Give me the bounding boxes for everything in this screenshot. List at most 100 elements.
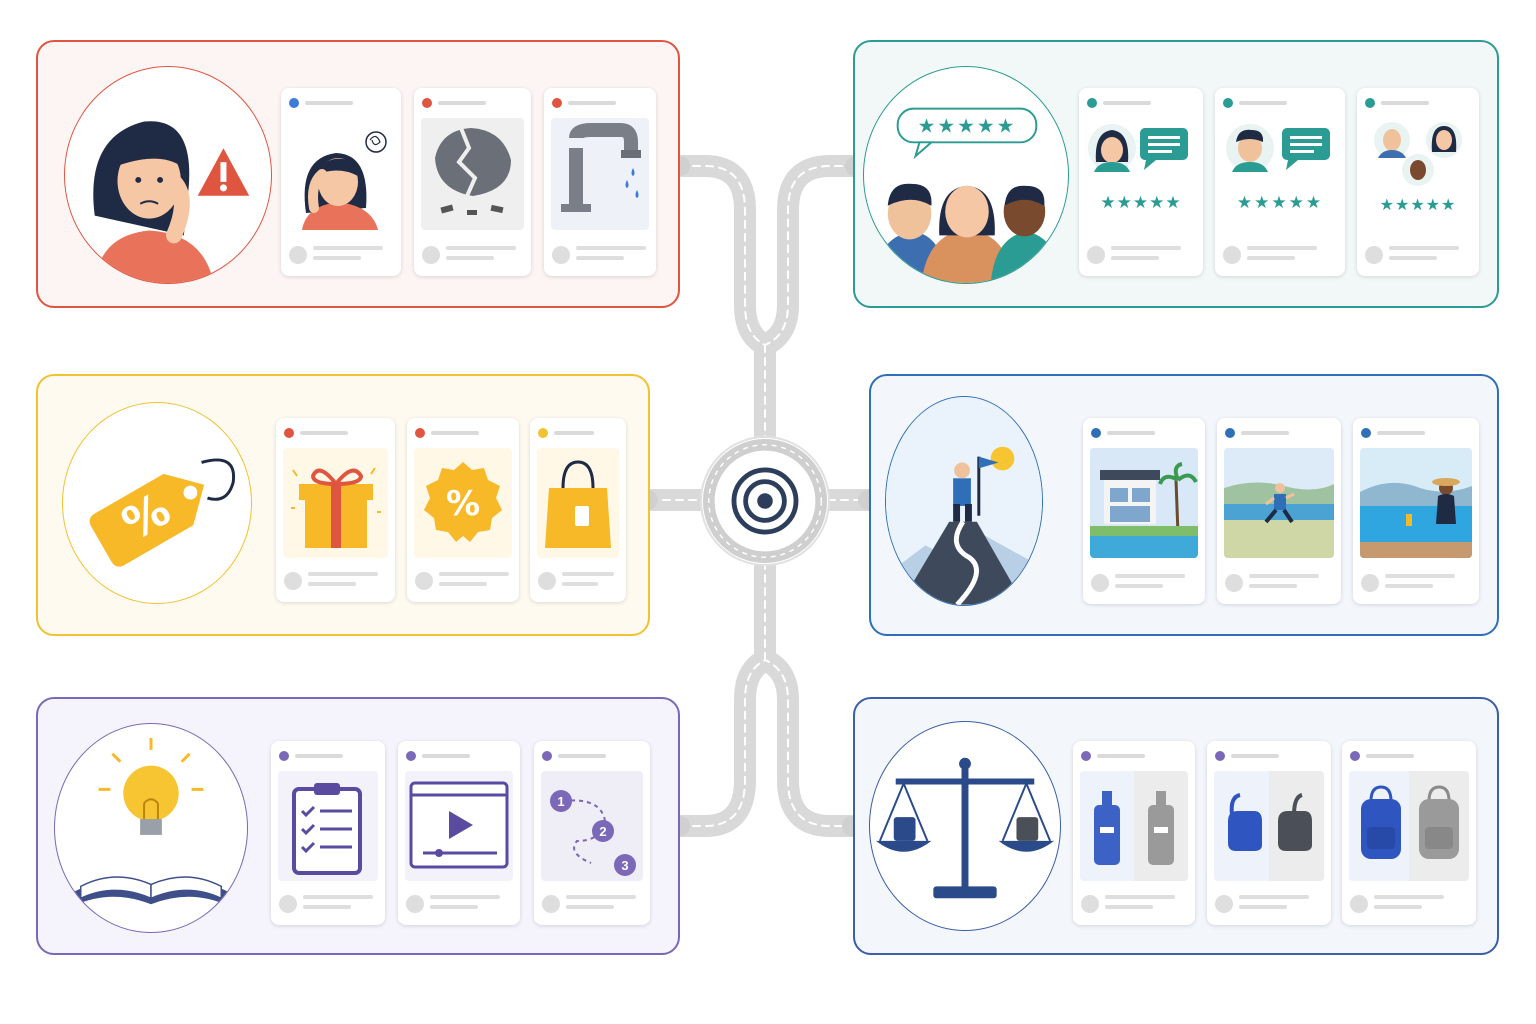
card-dot: [538, 428, 548, 438]
card-problem-3[interactable]: [544, 88, 656, 276]
card-dot: [1223, 98, 1233, 108]
customer-group-icon: ★★★★★: [1374, 122, 1462, 214]
card-footer-line: [1249, 574, 1319, 578]
card-aspiration-2[interactable]: [1217, 418, 1341, 604]
beach-runner-icon: [1224, 448, 1334, 558]
card-offer-3[interactable]: [530, 418, 626, 602]
card-footer-line: [576, 246, 646, 250]
card-avatar: [279, 895, 297, 913]
card-footer-line: [566, 905, 614, 909]
card-problem-1[interactable]: [281, 88, 401, 276]
card-header-line: [558, 754, 606, 758]
card-avatar: [1081, 895, 1099, 913]
card-footer-line: [1247, 246, 1317, 250]
card-footer-line: [1105, 895, 1175, 899]
card-offer-2[interactable]: %: [407, 418, 519, 602]
card-footer-line: [308, 582, 356, 586]
card-social-proof-3[interactable]: ★★★★★: [1357, 88, 1479, 276]
card-footer-line: [446, 246, 516, 250]
card-header-line: [422, 754, 470, 758]
card-avatar: [415, 572, 433, 590]
card-footer-line: [1389, 256, 1437, 260]
card-header-line: [1239, 101, 1287, 105]
card-header-line: [1241, 431, 1289, 435]
card-dot: [1215, 751, 1225, 761]
card-education-1[interactable]: [271, 741, 385, 925]
card-social-proof-1[interactable]: ★★★★★: [1079, 88, 1203, 276]
card-header-line: [1107, 431, 1155, 435]
card-thumbnail: [551, 118, 649, 230]
card-footer-line: [1239, 895, 1309, 899]
card-comparison-3[interactable]: [1342, 741, 1476, 925]
bottle-compare-icon: [1080, 771, 1188, 881]
card-dot: [1225, 428, 1235, 438]
card-education-3[interactable]: 1 2 3: [534, 741, 650, 925]
hero-circle-aspiration: [885, 396, 1043, 606]
card-header-line: [1381, 101, 1429, 105]
card-footer-line: [1111, 246, 1181, 250]
central-hub: [700, 436, 830, 566]
card-header-line: [305, 101, 353, 105]
man-review-icon: ★★★★★: [1226, 124, 1330, 213]
video-player-icon: [409, 781, 509, 869]
card-social-proof-2[interactable]: ★★★★★: [1215, 88, 1345, 276]
svg-text:%: %: [446, 484, 480, 524]
card-problem-2[interactable]: [414, 88, 531, 276]
panel-offer: % %: [36, 374, 650, 636]
card-thumbnail: ★★★★★: [1222, 118, 1338, 230]
card-footer-line: [313, 246, 383, 250]
card-header-line: [1377, 431, 1425, 435]
step-2-label: 2: [599, 824, 606, 839]
card-dot: [289, 98, 299, 108]
card-thumbnail: [1360, 448, 1472, 558]
card-thumbnail: [1080, 771, 1188, 881]
card-footer-line: [1239, 905, 1287, 909]
card-comparison-1[interactable]: [1073, 741, 1195, 925]
card-aspiration-3[interactable]: [1353, 418, 1479, 604]
card-aspiration-1[interactable]: [1083, 418, 1205, 604]
lightbulb-book-icon: [72, 737, 230, 907]
card-dot: [1087, 98, 1097, 108]
card-footer-line: [446, 256, 494, 260]
card-dot: [422, 98, 432, 108]
card-avatar: [289, 246, 307, 264]
card-dot: [415, 428, 425, 438]
numbered-steps-icon: 1 2 3: [550, 790, 636, 876]
target-icon: [702, 438, 828, 564]
card-avatar: [1223, 246, 1241, 264]
card-footer-line: [439, 572, 509, 576]
hero-circle-social-proof: ★★★★★: [863, 66, 1069, 284]
card-footer-line: [430, 895, 500, 899]
card-header-line: [1097, 754, 1145, 758]
checklist-clipboard-icon: [292, 783, 362, 875]
card-footer-line: [1389, 246, 1459, 250]
card-offer-1[interactable]: [276, 418, 395, 602]
step-3-label: 3: [621, 858, 628, 873]
card-footer-line: [1115, 584, 1163, 588]
card-footer-line: [313, 256, 361, 260]
card-thumbnail: [288, 118, 394, 230]
card-footer-line: [439, 582, 487, 586]
card-header-line: [300, 431, 348, 435]
card-footer-line: [1385, 584, 1433, 588]
panel-comparison: [853, 697, 1499, 955]
card-thumbnail: ★★★★★: [1364, 118, 1472, 230]
card-header-line: [438, 101, 486, 105]
hero-circle-offer: %: [62, 402, 252, 604]
card-header-line: [431, 431, 479, 435]
worried-woman-warning-icon: [93, 121, 250, 283]
card-footer-line: [430, 905, 478, 909]
shopping-bag-icon: [545, 460, 611, 548]
card-comparison-2[interactable]: [1207, 741, 1331, 925]
card-education-2[interactable]: [398, 741, 520, 925]
card-footer-line: [1249, 584, 1297, 588]
card-thumbnail: [405, 771, 513, 881]
earbuds-compare-icon: [1214, 771, 1324, 881]
card-dot: [406, 751, 416, 761]
card-avatar: [542, 895, 560, 913]
rating-stars: ★★★★★: [918, 114, 1017, 137]
card-thumbnail: [278, 771, 378, 881]
card-footer-line: [566, 895, 636, 899]
card-thumbnail: [283, 448, 388, 558]
